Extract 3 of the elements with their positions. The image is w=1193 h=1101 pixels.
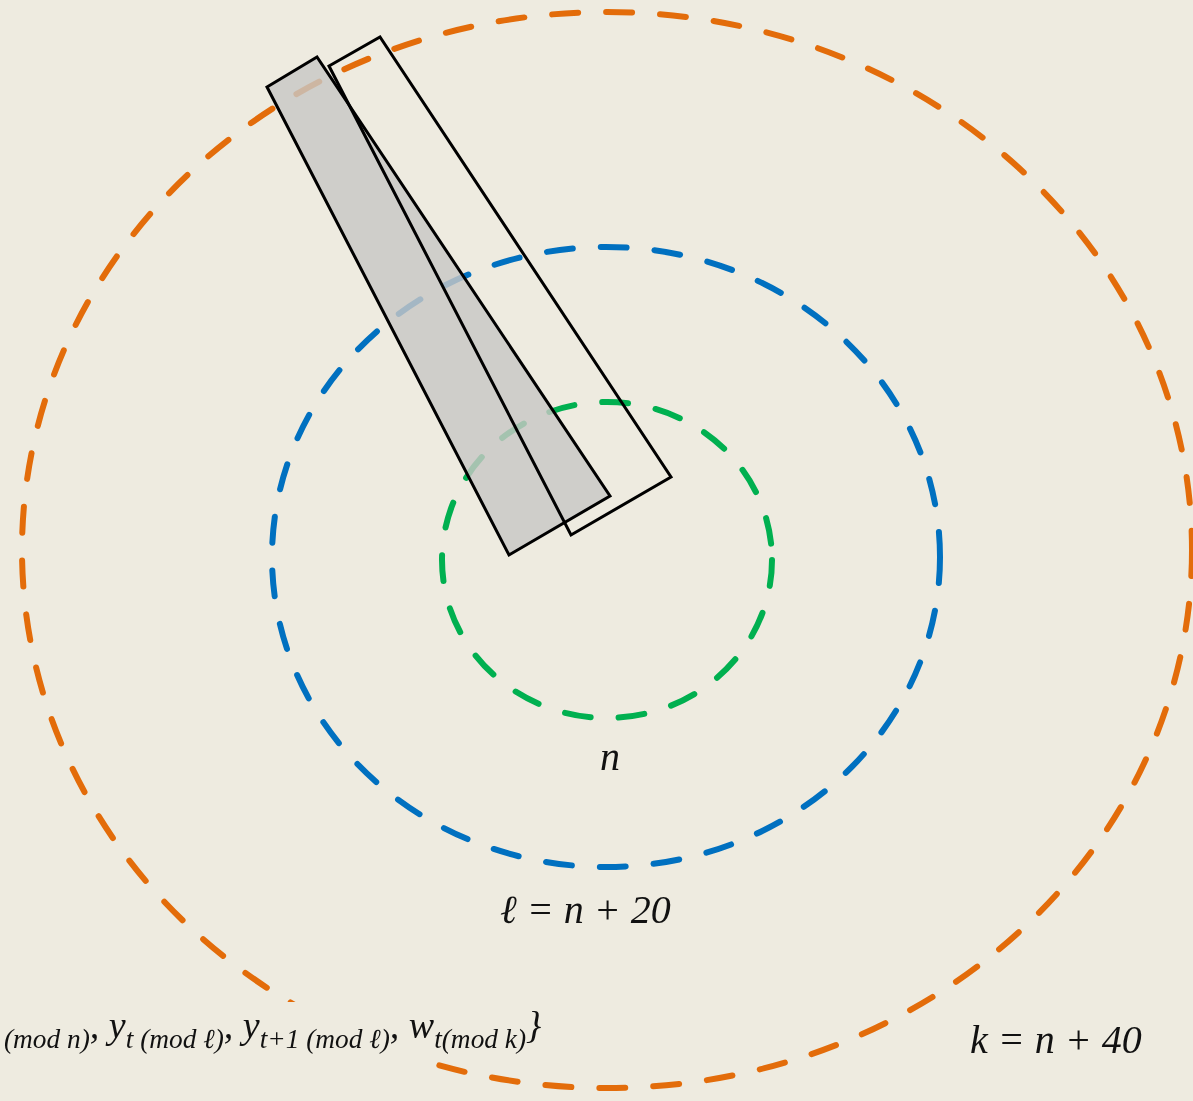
equation-label: k = n + 40 [970,1020,1142,1060]
variable-label: n [600,737,620,777]
equation-label: ℓ = n + 20 [500,890,671,930]
